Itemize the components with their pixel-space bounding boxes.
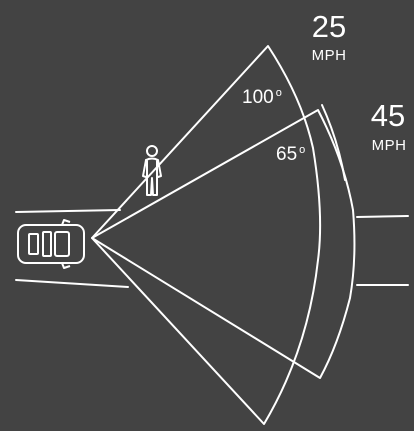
road-top-edge-right [356,215,409,218]
road-bottom-edge-left [15,279,129,288]
speed-unit-25: MPH [311,47,347,64]
car-icon [17,219,85,269]
speed-unit-45: MPH [371,137,407,154]
person-head [146,145,158,157]
car-rear-window [28,233,39,255]
person-icon [142,145,162,196]
person-body [146,160,158,196]
wide-cone-25mph [91,45,322,425]
degree-symbol: o [275,87,282,99]
angle-value-65: 65 [276,144,298,165]
car-mirror-left [61,219,71,226]
car-cabin-left [42,231,52,257]
person-right-arm [145,157,162,178]
degree-symbol: o [299,144,306,156]
narrow-cone-arc-inner [321,104,346,181]
angle-value-100: 100 [242,87,274,108]
road-top-edge-left [15,209,121,213]
person-left-arm [142,159,147,178]
speed-value-25: 25 [311,9,347,44]
speed-value-45: 45 [370,98,406,133]
car-mirror-right [61,262,71,269]
car-body [17,224,85,264]
car-windshield [54,231,70,257]
narrow-cone-45mph [91,109,356,379]
